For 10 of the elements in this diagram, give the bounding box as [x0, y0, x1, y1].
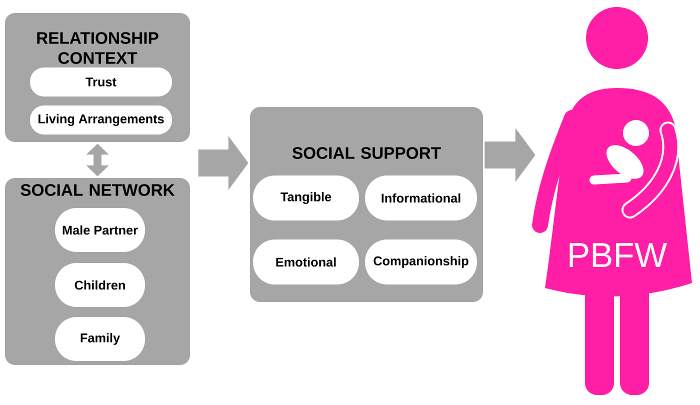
pill-box: Tangible — [253, 176, 359, 220]
pill-box: Family — [55, 317, 145, 361]
pill-box: Companionship — [365, 240, 477, 284]
pill-box: Trust — [30, 68, 172, 96]
pill-box: Living Arrangements — [30, 106, 172, 134]
pill-box: Emotional — [253, 240, 359, 284]
pill-box: Children — [55, 263, 145, 307]
pill-box: Male Partner — [55, 208, 145, 252]
person-figure: PBFW — [532, 7, 692, 395]
pill-box: Informational — [365, 176, 477, 220]
